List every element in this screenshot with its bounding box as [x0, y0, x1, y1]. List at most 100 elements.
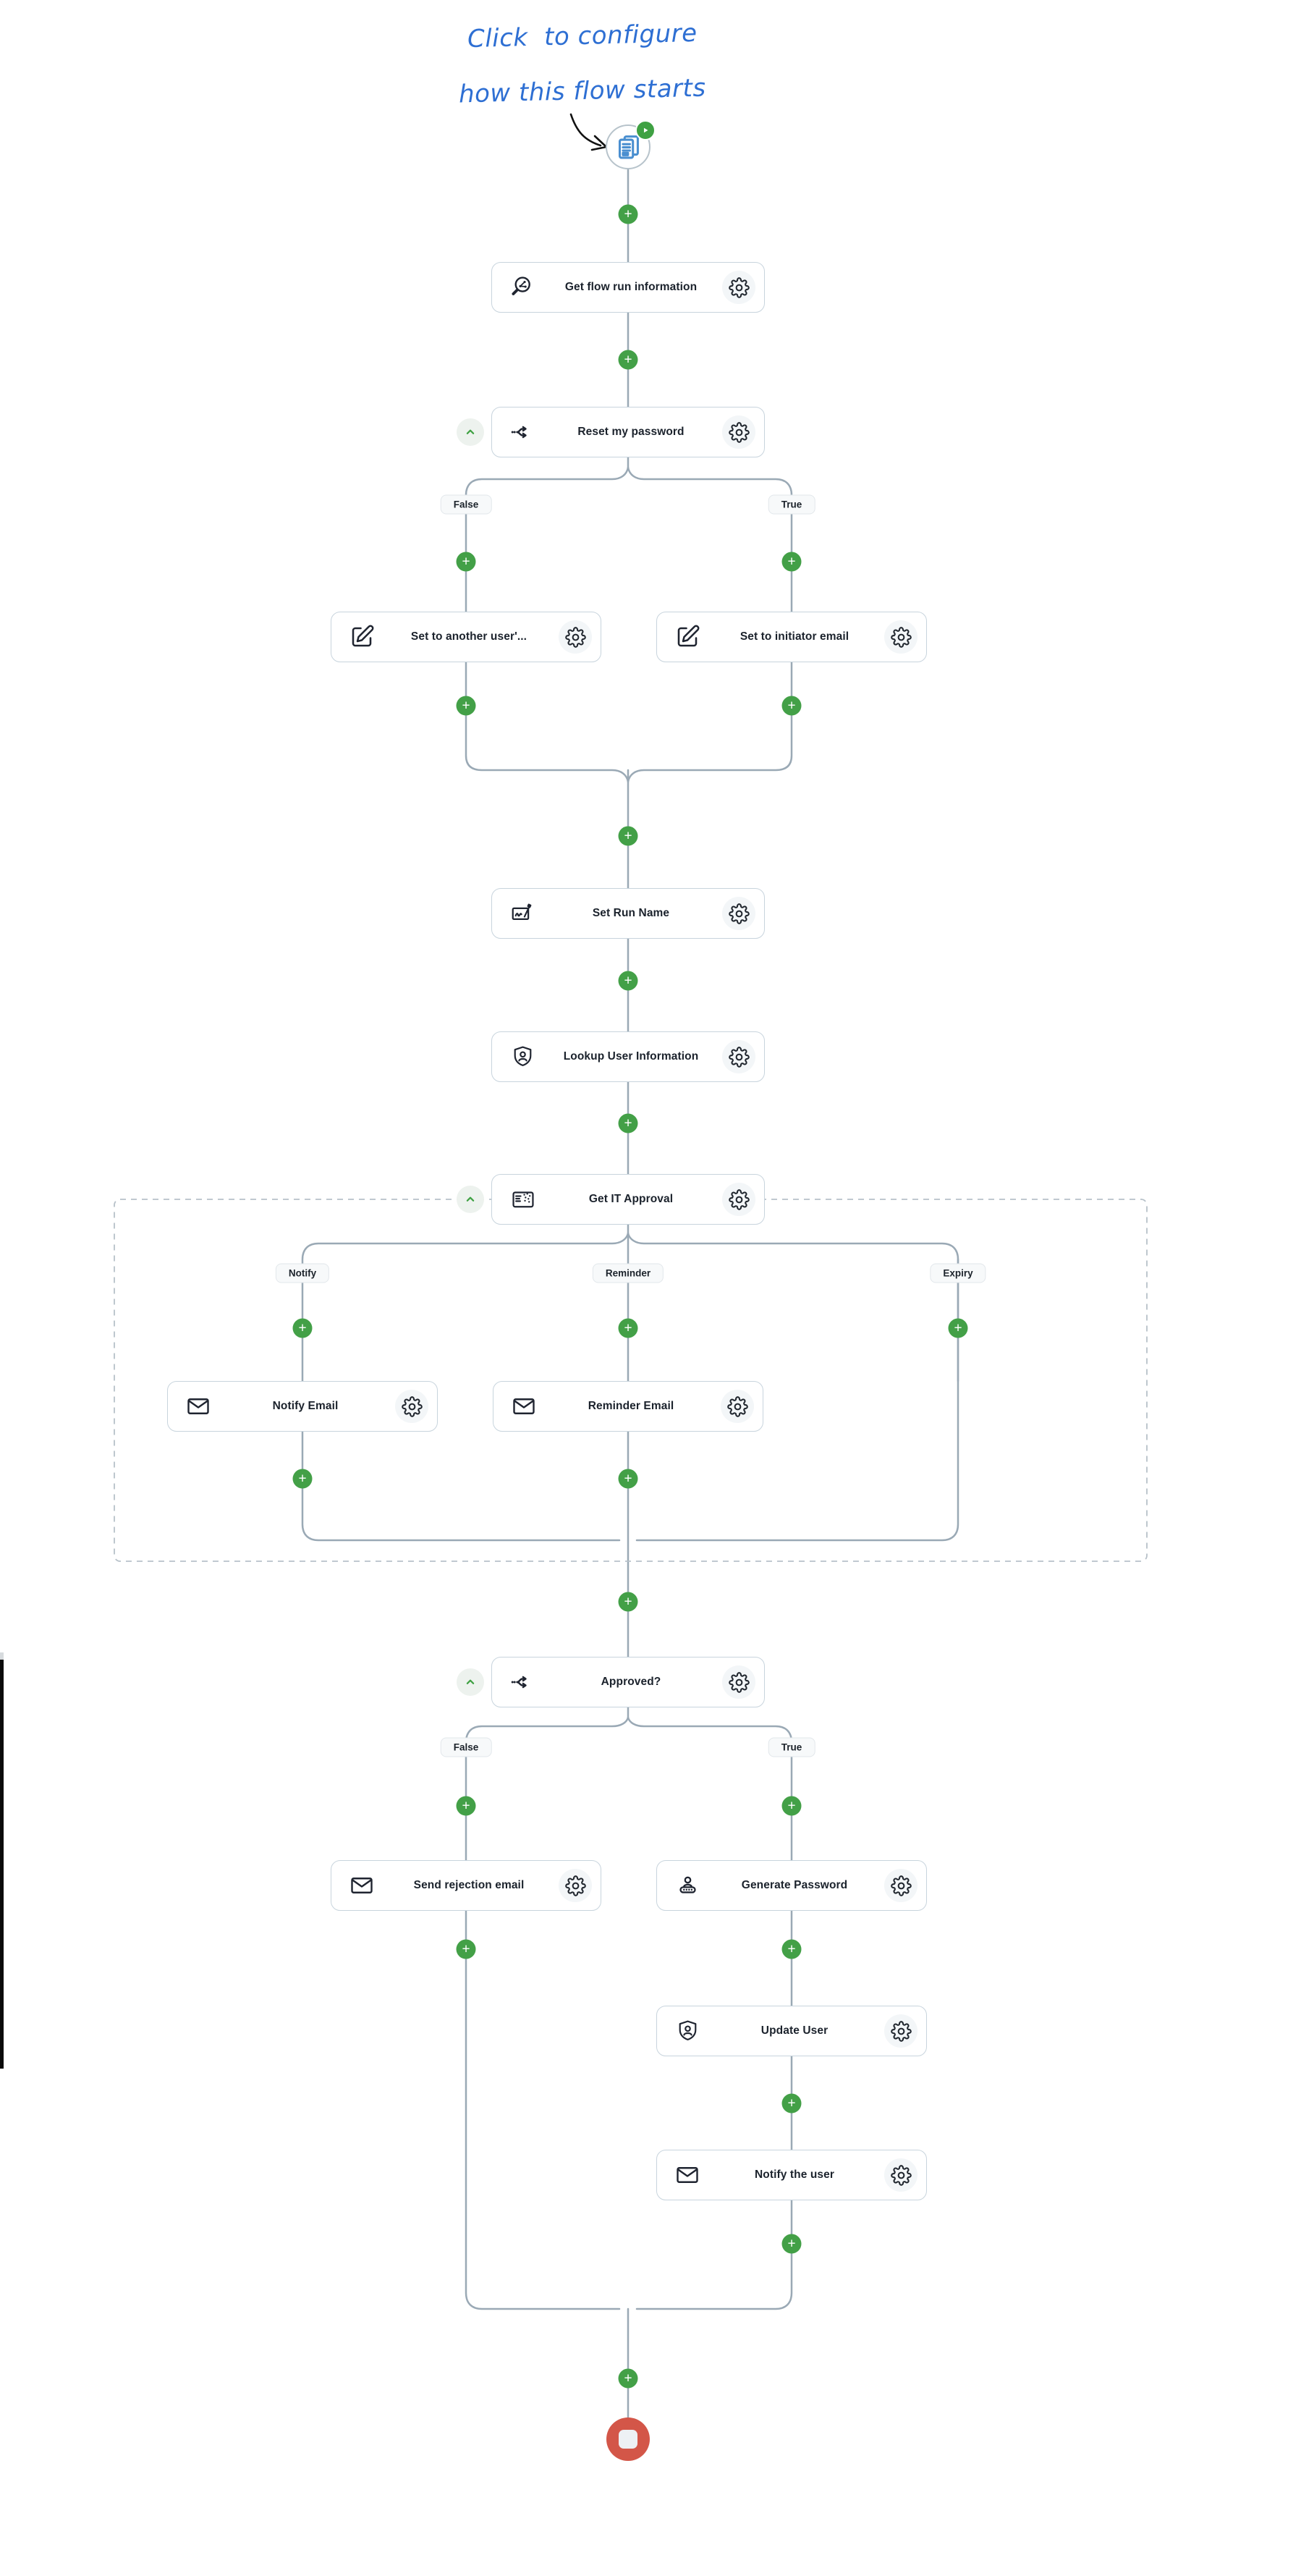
- node-label: Reset my password: [577, 426, 685, 438]
- gear-icon: [401, 1395, 423, 1417]
- add-step-button[interactable]: [781, 1796, 802, 1816]
- add-step-button[interactable]: [456, 1939, 476, 1959]
- gear-icon: [728, 1671, 750, 1693]
- left-edge-artifact: [0, 1652, 4, 1660]
- node-label: Approved?: [601, 1676, 661, 1688]
- node-set-run-name[interactable]: Set Run Name: [491, 888, 765, 939]
- collapse-chevron-button[interactable]: [457, 1668, 484, 1696]
- branch-label-true: True: [768, 1737, 815, 1757]
- node-label: Set Run Name: [592, 907, 670, 919]
- settings-gear-button[interactable]: [559, 1869, 592, 1902]
- add-step-button[interactable]: [781, 552, 802, 572]
- settings-gear-button[interactable]: [722, 897, 755, 930]
- settings-gear-button[interactable]: [722, 271, 755, 304]
- node-set-to-initiator-email[interactable]: Set to initiator email: [656, 612, 927, 662]
- mail-icon: [349, 1871, 379, 1900]
- settings-gear-button[interactable]: [884, 2014, 918, 2048]
- node-reset-my-password[interactable]: Reset my password: [491, 407, 765, 457]
- node-notify-the-user[interactable]: Notify the user: [656, 2150, 927, 2200]
- edit-icon: [674, 622, 705, 651]
- node-label: Generate Password: [741, 1879, 848, 1891]
- collapse-chevron-button[interactable]: [457, 1186, 484, 1213]
- gear-icon: [890, 1875, 912, 1896]
- password-user-icon: [674, 1871, 705, 1900]
- play-badge-icon: [635, 120, 656, 140]
- settings-gear-button[interactable]: [721, 1390, 754, 1423]
- node-set-to-another-user[interactable]: Set to another user'...: [331, 612, 601, 662]
- settings-gear-button[interactable]: [722, 1665, 755, 1699]
- settings-gear-button[interactable]: [395, 1390, 428, 1423]
- edit-icon: [349, 622, 379, 651]
- node-generate-password[interactable]: Generate Password: [656, 1860, 927, 1911]
- chevron-up-icon: [466, 1196, 475, 1202]
- add-step-button[interactable]: [456, 1796, 476, 1816]
- settings-gear-button[interactable]: [884, 620, 918, 654]
- settings-gear-button[interactable]: [722, 1183, 755, 1216]
- mail-icon: [185, 1392, 216, 1421]
- branch-icon: [509, 418, 540, 447]
- node-send-rejection-email[interactable]: Send rejection email: [331, 1860, 601, 1911]
- add-step-button[interactable]: [618, 204, 638, 224]
- gear-icon: [728, 276, 750, 298]
- annotation-line-1: Click to configure: [467, 18, 698, 54]
- node-label: Notify Email: [272, 1400, 339, 1412]
- add-step-button[interactable]: [781, 696, 802, 716]
- branch-label-false: False: [440, 494, 492, 515]
- chevron-up-icon: [466, 1679, 475, 1684]
- add-step-button[interactable]: [618, 350, 638, 370]
- node-reminder-email[interactable]: Reminder Email: [493, 1381, 763, 1432]
- add-step-button[interactable]: [618, 1113, 638, 1133]
- add-step-button[interactable]: [618, 1318, 638, 1338]
- add-step-button[interactable]: [781, 2234, 802, 2254]
- node-label: Update User: [760, 2024, 829, 2037]
- gear-icon: [564, 626, 586, 648]
- node-get-it-approval[interactable]: Get IT Approval: [491, 1174, 765, 1225]
- branch-label-expiry: Expiry: [930, 1263, 986, 1283]
- shield-user-icon: [674, 2017, 705, 2045]
- node-label: Get IT Approval: [588, 1193, 674, 1205]
- add-step-button[interactable]: [618, 971, 638, 991]
- add-step-button[interactable]: [292, 1318, 313, 1338]
- add-step-button[interactable]: [292, 1469, 313, 1489]
- gear-icon: [728, 1188, 750, 1210]
- settings-gear-button[interactable]: [722, 1040, 755, 1073]
- gear-icon: [564, 1875, 586, 1896]
- branch-icon: [509, 1668, 540, 1697]
- search-flow-icon: [509, 273, 540, 302]
- node-label: Notify the user: [754, 2169, 834, 2181]
- branch-label-notify: Notify: [275, 1263, 330, 1283]
- node-label: Get flow run information: [564, 281, 698, 293]
- add-step-button[interactable]: [618, 826, 638, 846]
- mail-icon: [511, 1392, 541, 1421]
- add-step-button[interactable]: [618, 1469, 638, 1489]
- gear-icon: [726, 1395, 748, 1417]
- add-step-button[interactable]: [948, 1318, 968, 1338]
- collapse-chevron-button[interactable]: [457, 418, 484, 446]
- add-step-button[interactable]: [618, 1592, 638, 1612]
- settings-gear-button[interactable]: [884, 2158, 918, 2192]
- gear-icon: [890, 2164, 912, 2186]
- node-notify-email[interactable]: Notify Email: [167, 1381, 438, 1432]
- node-label: Lookup User Information: [563, 1050, 699, 1063]
- stop-icon: [619, 2430, 637, 2449]
- node-approved[interactable]: Approved?: [491, 1657, 765, 1707]
- node-lookup-user-information[interactable]: Lookup User Information: [491, 1031, 765, 1082]
- settings-gear-button[interactable]: [559, 620, 592, 654]
- left-edge-artifact: [0, 1660, 4, 2069]
- approval-group-container: [114, 1199, 1148, 1562]
- settings-gear-button[interactable]: [722, 415, 755, 449]
- node-get-flow-run-information[interactable]: Get flow run information: [491, 262, 765, 313]
- settings-gear-button[interactable]: [884, 1869, 918, 1902]
- add-step-button[interactable]: [456, 552, 476, 572]
- node-update-user[interactable]: Update User: [656, 2006, 927, 2056]
- node-label: Set to another user'...: [410, 630, 527, 643]
- add-step-button[interactable]: [781, 1939, 802, 1959]
- add-step-button[interactable]: [781, 2093, 802, 2113]
- add-step-button[interactable]: [618, 2368, 638, 2389]
- gear-icon: [890, 626, 912, 648]
- branch-label-reminder: Reminder: [592, 1263, 664, 1283]
- flow-end-node: [606, 2417, 650, 2461]
- node-label: Reminder Email: [588, 1400, 674, 1412]
- add-step-button[interactable]: [456, 696, 476, 716]
